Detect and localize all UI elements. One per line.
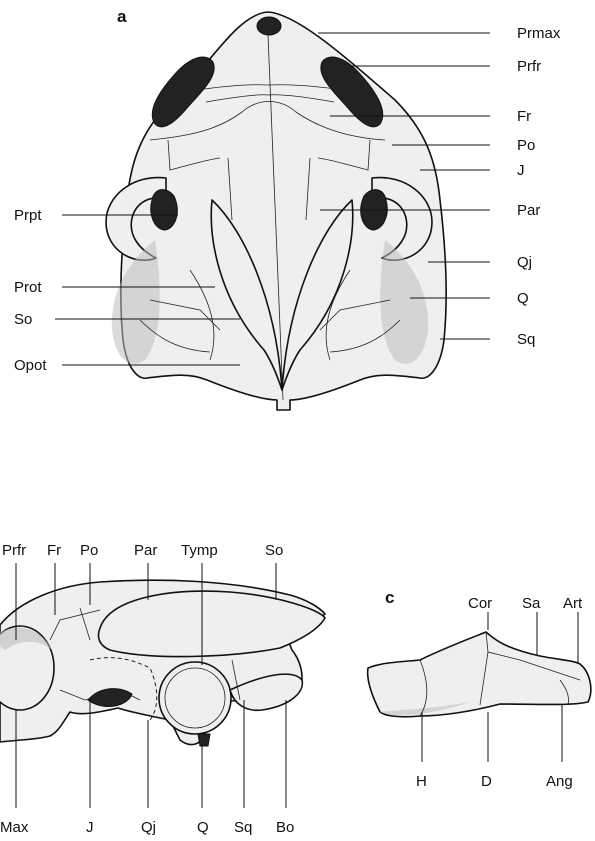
label-c-ang: Ang: [546, 773, 573, 790]
label-par: Par: [517, 202, 540, 219]
label-b-q: Q: [197, 819, 209, 836]
label-b-tymp: Tymp: [181, 542, 218, 559]
label-b-par: Par: [134, 542, 157, 559]
panel-b-labels-bottom: Max J Qj Q Sq Bo: [0, 819, 294, 836]
panel-a-labels-left: Prpt Prot So Opot: [14, 207, 47, 374]
label-b-qj: Qj: [141, 819, 156, 836]
label-c-sa: Sa: [522, 595, 541, 612]
label-prot: Prot: [14, 279, 42, 296]
panel-a-labels-right: Prmax Prfr Fr Po J Par Qj Q Sq: [517, 25, 561, 348]
label-j: J: [517, 162, 525, 179]
panel-b-labels-top: Prfr Fr Po Par Tymp So: [2, 542, 283, 559]
label-qj: Qj: [517, 254, 532, 271]
label-sq: Sq: [517, 331, 535, 348]
panel-label-a: a: [117, 7, 127, 26]
mandible-view: [368, 632, 591, 717]
label-b-so: So: [265, 542, 283, 559]
label-c-cor: Cor: [468, 595, 492, 612]
label-prpt: Prpt: [14, 207, 42, 224]
skull-lateral-view: [0, 580, 325, 746]
label-fr: Fr: [517, 108, 531, 125]
label-c-h: H: [416, 773, 427, 790]
panel-label-c: c: [385, 588, 394, 607]
label-q: Q: [517, 290, 529, 307]
label-opot: Opot: [14, 357, 47, 374]
label-po: Po: [517, 137, 535, 154]
label-b-bo: Bo: [276, 819, 294, 836]
label-so: So: [14, 311, 32, 328]
label-b-fr: Fr: [47, 542, 61, 559]
label-prmax: Prmax: [517, 25, 561, 42]
tympanum: [159, 662, 231, 734]
mandible-outline: [368, 632, 591, 717]
label-b-max: Max: [0, 819, 29, 836]
label-c-art: Art: [563, 595, 583, 612]
label-b-po: Po: [80, 542, 98, 559]
label-b-j: J: [86, 819, 94, 836]
label-prfr: Prfr: [517, 58, 541, 75]
premaxilla-foramen: [257, 17, 281, 35]
label-b-prfr: Prfr: [2, 542, 26, 559]
label-c-d: D: [481, 773, 492, 790]
skull-dorsal-view: [106, 12, 446, 410]
label-b-sq: Sq: [234, 819, 252, 836]
